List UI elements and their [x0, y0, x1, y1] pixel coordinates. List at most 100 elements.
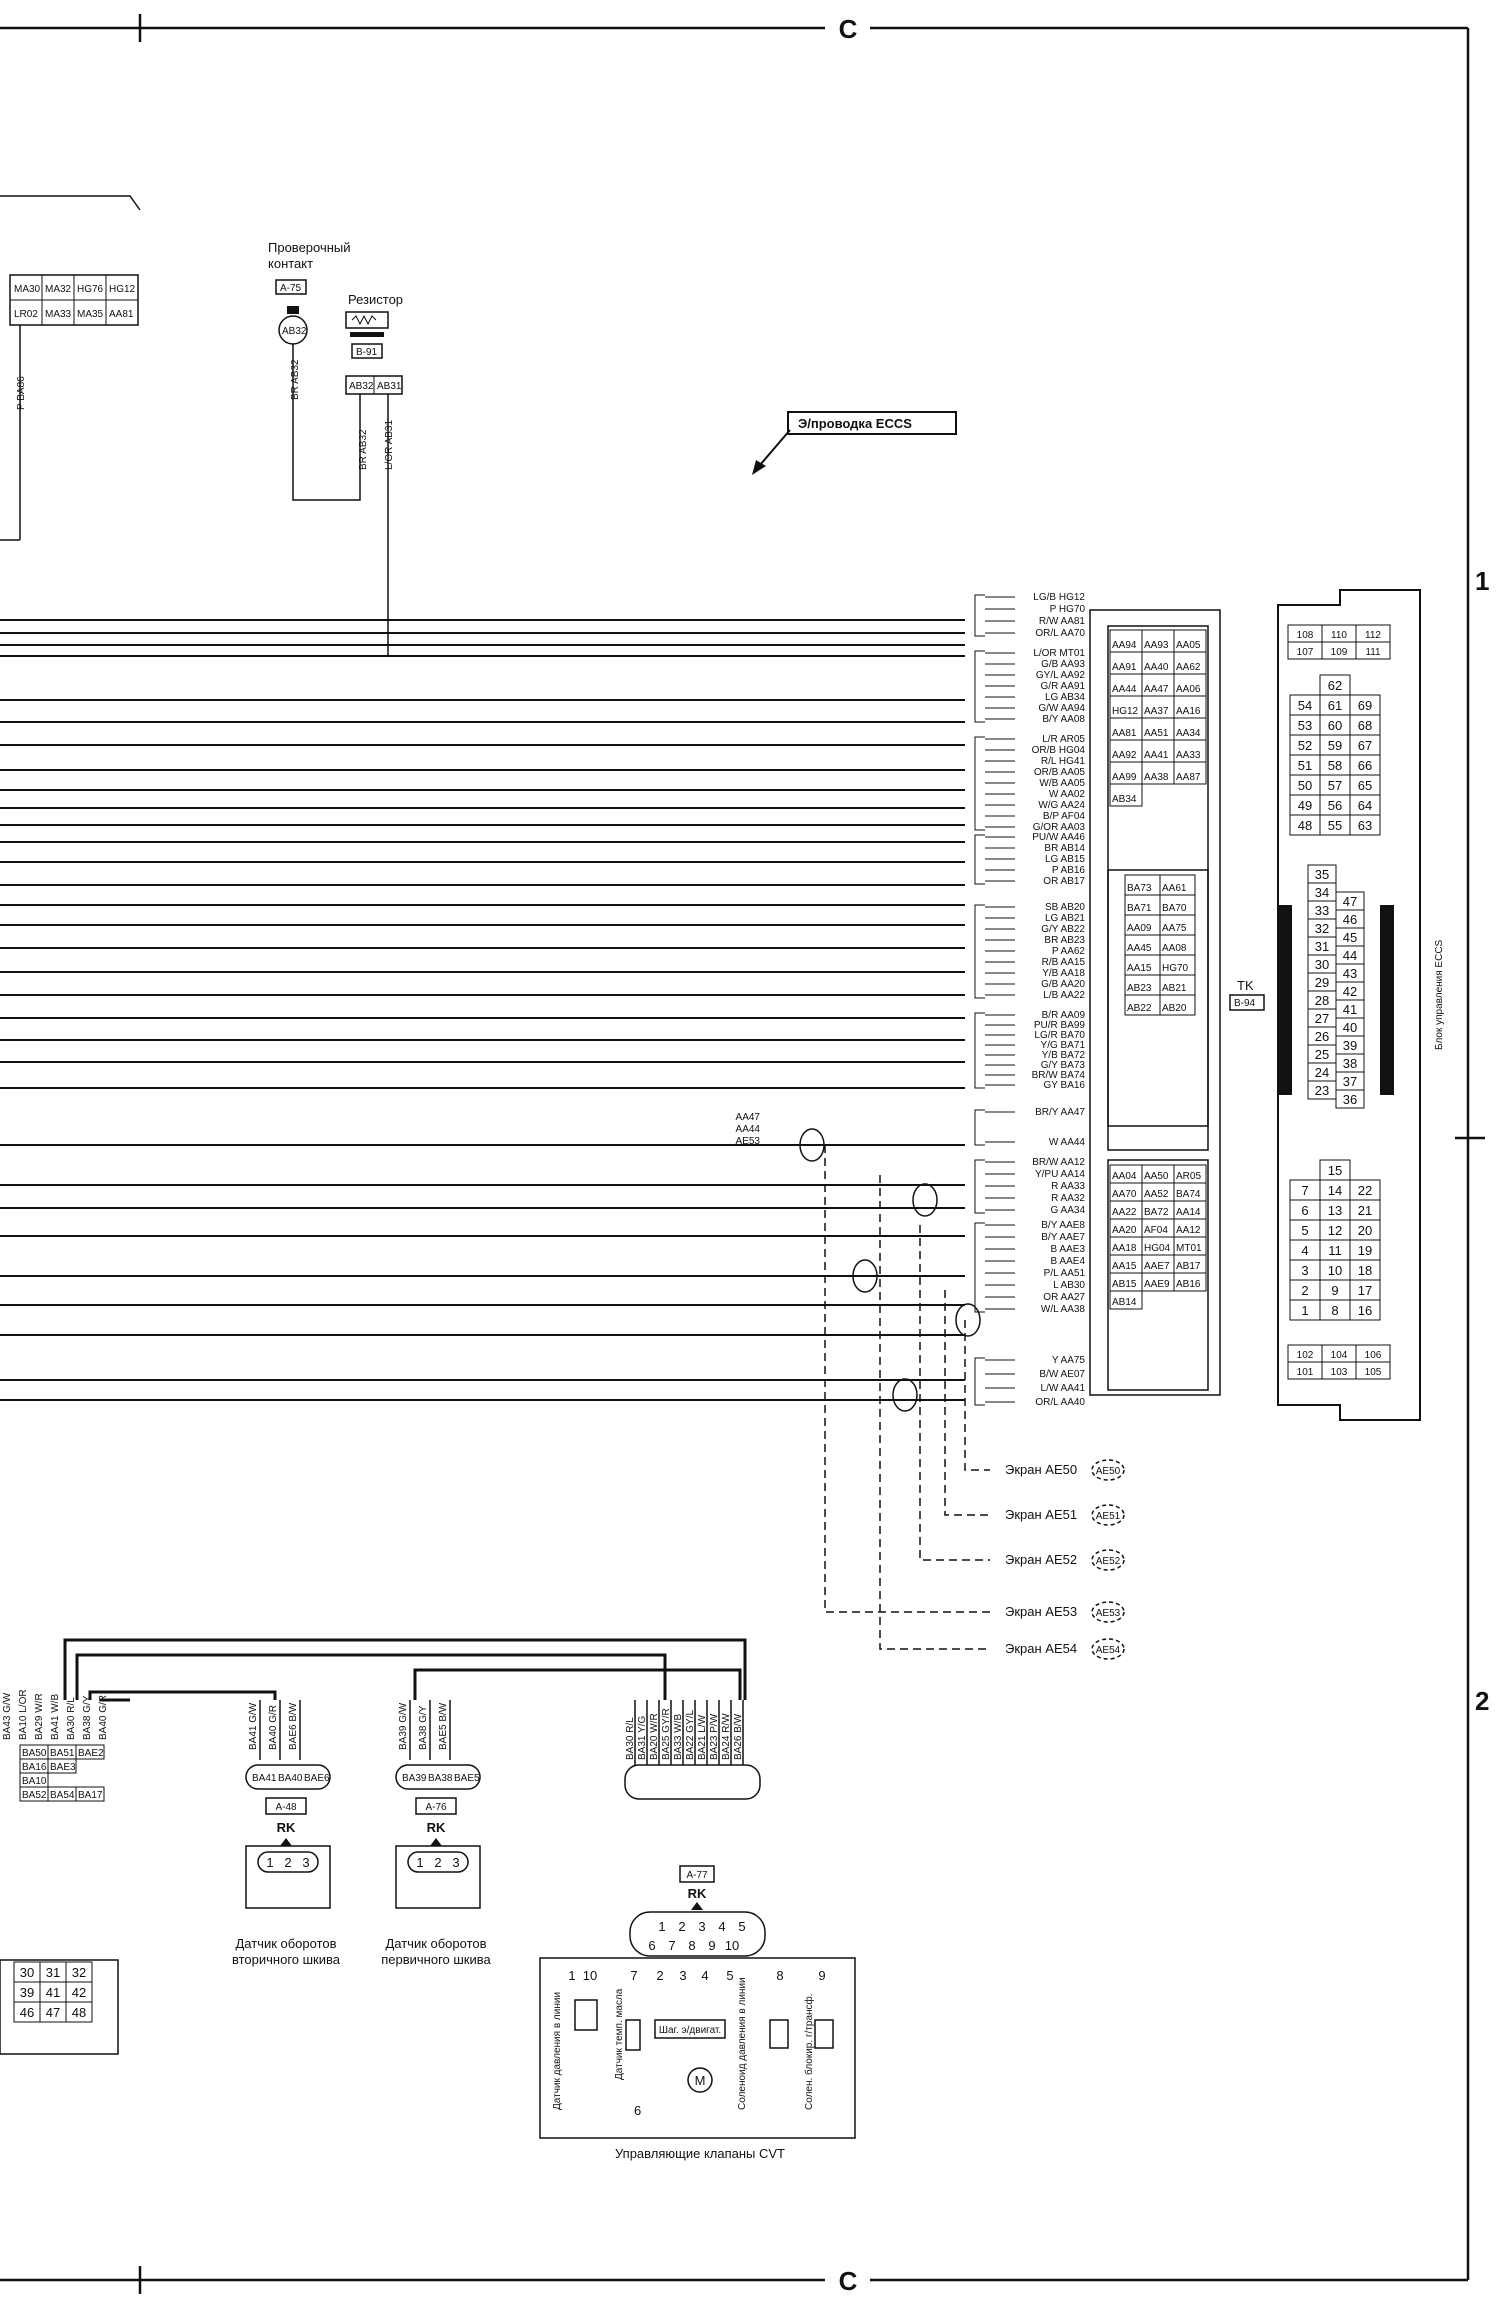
ecu-cell-label: AA16 [1176, 706, 1201, 717]
cvt-wire-label: BA24 R/W [721, 1713, 732, 1760]
lb-pin-cell [65, 2001, 93, 2023]
sensor-wire-label: BA40 G/R [268, 1705, 279, 1750]
wire-label: G/OR AA03 [1033, 822, 1086, 833]
ecu-cell-label: AB23 [1127, 983, 1152, 994]
sensor-title: Датчик оборотов [385, 1936, 486, 1951]
sensor-pin-shell [257, 1851, 319, 1873]
tl-wire-label: P BA86 [16, 376, 27, 410]
wire-label: BR/Y AA47 [1035, 1107, 1085, 1118]
stub-label: AA44 [736, 1124, 761, 1135]
wire-label: Y/B BA72 [1042, 1050, 1086, 1061]
wire-bracket [974, 1109, 985, 1146]
ecu-cell-label: AA52 [1144, 1189, 1169, 1200]
resistor-pin: AB32 [349, 381, 374, 392]
ecu-pin-cell [1355, 1361, 1391, 1380]
ecu-pin: 33 [1315, 903, 1329, 918]
ecu-pin: 67 [1358, 738, 1372, 753]
wire-label: OR AB17 [1043, 876, 1085, 887]
lb-pin: 31 [46, 1965, 60, 1980]
wire-label: R/W AA81 [1039, 616, 1086, 627]
cvt-wire-label: BA30 R/L [625, 1717, 636, 1760]
stepper-motor-box [654, 2019, 726, 2039]
ecu-pin: 64 [1358, 798, 1372, 813]
wire-label: R AA33 [1051, 1181, 1085, 1192]
diagram-frame [0, 14, 1485, 2294]
ecu-pin: 12 [1328, 1223, 1342, 1238]
ecu-pin: 44 [1343, 948, 1357, 963]
sensor-pin-shell [407, 1851, 469, 1873]
lb-pin: 32 [72, 1965, 86, 1980]
ecu-pin: 15 [1328, 1163, 1342, 1178]
ecu-pin: 30 [1315, 957, 1329, 972]
lb-wire-label: BA41 W/B [50, 1694, 61, 1740]
wire-label: B/Y AAE8 [1041, 1220, 1085, 1231]
solenoid-lockup-label: Солен. блокир. г/трансф. [803, 1993, 815, 2110]
check-contact-pin: AB32 [282, 326, 307, 337]
lb-wire-label: BA10 L/OR [18, 1689, 29, 1740]
wire-label: PU/W AA46 [1032, 832, 1085, 843]
lb-pin: 47 [46, 2005, 60, 2020]
ecu-pin: 2 [1301, 1283, 1308, 1298]
ecu-cell-label: AA41 [1144, 750, 1169, 761]
sensor-connector: A-48 [275, 1802, 297, 1813]
screen-ground-icon [1091, 1459, 1125, 1481]
wire-label: LG AB21 [1045, 913, 1085, 924]
cvt-body [539, 1957, 856, 2139]
lb-pin: 39 [20, 1985, 34, 2000]
ecu-cell-label: AB22 [1127, 1003, 1152, 1014]
wire-label: Y/G BA71 [1041, 1040, 1086, 1051]
ecu-pin: 56 [1328, 798, 1342, 813]
wire-label: B/P AF04 [1043, 811, 1086, 822]
wire-label: L AB30 [1053, 1280, 1085, 1291]
lb-conn-label: BA17 [78, 1790, 103, 1801]
ecu-cell-label: AA38 [1144, 772, 1169, 783]
ecu-pin: 63 [1358, 818, 1372, 833]
ecu-pin: 18 [1358, 1263, 1372, 1278]
lb-conn-label: BA50 [22, 1748, 47, 1759]
tl-cell: LR02 [14, 309, 38, 320]
ecu-cell-label: AA81 [1112, 728, 1137, 739]
ecu-cell-label: BA70 [1162, 903, 1187, 914]
wire-label: LG AB15 [1045, 854, 1085, 865]
ecu-pin: 50 [1298, 778, 1312, 793]
cvt-pin-shell [629, 1911, 766, 1957]
lb-pin: 46 [20, 2005, 34, 2020]
lb-wire-label: BA43 G/W [2, 1692, 13, 1740]
wire-label: P AB16 [1052, 865, 1086, 876]
ecu-pin: 1 [1301, 1303, 1308, 1318]
ecu-pin-cell [1349, 1299, 1381, 1321]
ecu-cell-label: AA91 [1112, 662, 1137, 673]
ecu-pin: 60 [1328, 718, 1342, 733]
lb-wire-label: BA38 G/Y [82, 1695, 93, 1740]
lb-pin-frame [0, 1959, 119, 2055]
tl-cell: MA30 [14, 284, 41, 295]
cvt-connector: A-77 [686, 1870, 708, 1881]
oil-temp-sensor [625, 2019, 641, 2051]
ecu-cell-label: BA72 [1144, 1207, 1169, 1218]
wire-label: B/W AE07 [1039, 1369, 1085, 1380]
wire-label: L/OR MT01 [1033, 648, 1085, 659]
cvt-term: 9 [818, 1968, 825, 1983]
ecu-pin: 109 [1331, 647, 1348, 658]
ecu-cell-label: AA44 [1112, 684, 1137, 695]
wire-label: P/L AA51 [1044, 1268, 1086, 1279]
cvt-connector-tag [679, 1865, 715, 1883]
ecu-pin: 38 [1343, 1056, 1357, 1071]
sensor-pin: 1 [266, 1855, 273, 1870]
sensor-conn-pin: BA41 [252, 1773, 277, 1784]
ecu-cell-label: HG12 [1112, 706, 1139, 717]
ecu-pin: 58 [1328, 758, 1342, 773]
sensor-conn-pin: BAE6 [304, 1773, 330, 1784]
sensor-conn-pin: BAE5 [454, 1773, 480, 1784]
ecu-pin: 6 [1301, 1203, 1308, 1218]
cvt-term: 3 [679, 1968, 686, 1983]
wire-label: B/R AA09 [1042, 1010, 1086, 1021]
ecu-pin: 10 [1328, 1263, 1342, 1278]
cvt-wire-label: BA20 W/R [649, 1713, 660, 1760]
wire-label: L/W AA41 [1041, 1383, 1086, 1394]
ecu-connector-frame [1089, 609, 1221, 1396]
ecu-pin: 59 [1328, 738, 1342, 753]
ecu-pin: 16 [1358, 1303, 1372, 1318]
